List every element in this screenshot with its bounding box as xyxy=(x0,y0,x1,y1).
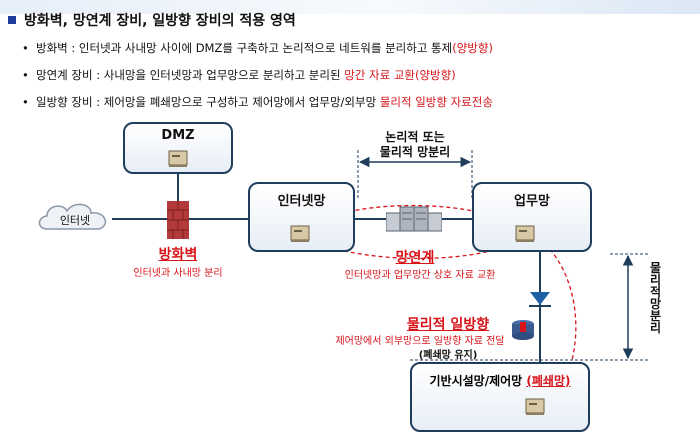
header-band xyxy=(0,0,700,14)
control-zone-suffix: (폐쇄망) xyxy=(526,374,571,388)
bullet-highlight: 물리적 일방향 자료전송 xyxy=(379,95,493,109)
separation-label-line2: 물리적 망분리 xyxy=(379,145,451,159)
separation-label-line1: 논리적 또는 xyxy=(385,130,445,144)
bullet-marker: • xyxy=(22,68,29,82)
dmz-label: DMZ xyxy=(161,128,195,143)
firewall-icon xyxy=(167,201,189,239)
bullet-highlight: 망간 자료 교환(양방향) xyxy=(344,68,456,82)
bullet-oneway: •일방향 장비 : 제어망을 폐쇄망으로 구성하고 제어망에서 업무망/외부망 … xyxy=(22,94,493,110)
internet-cloud-label: 인터넷 xyxy=(59,214,91,227)
control-zone: 기반시설망/제어망 (폐쇄망) xyxy=(410,362,590,432)
control-zone-title: 기반시설망/제어망 (폐쇄망) xyxy=(412,372,588,389)
internet-zone-label: 인터넷망 xyxy=(277,194,326,209)
oneway-device-icon xyxy=(512,320,534,340)
business-zone-label: 업무망 xyxy=(514,194,550,209)
bullet-text: 일방향 장비 : 제어망을 폐쇄망으로 구성하고 제어망에서 업무망/외부망 xyxy=(36,95,380,109)
bullet-firewall: • 방화벽 : 인터넷과 사내망 사이에 DMZ를 구축하고 논리적으로 네트워를… xyxy=(22,40,493,56)
bullet-marker: • xyxy=(22,41,29,55)
bullet-text: 방화벽 : 인터넷과 사내망 사이에 DMZ를 구축하고 논리적으로 네트워를 … xyxy=(36,41,453,55)
dmz-server-icon xyxy=(168,150,188,167)
oneway-title: 물리적 일방향 xyxy=(406,317,490,333)
vertical-separation-label: 물리적 망분리 xyxy=(650,261,662,335)
internet-server-icon xyxy=(290,225,310,242)
heading-row: 방화벽, 망연계 장비, 일방향 장비의 적용 영역 xyxy=(8,10,296,30)
diode-icon xyxy=(529,292,551,307)
control-zone-label: 기반시설망/제어망 xyxy=(429,374,523,388)
heading-square-icon xyxy=(8,16,16,24)
bullet-marker: • xyxy=(22,95,29,109)
firewall-desc: 인터넷과 사내망 분리 xyxy=(133,268,223,279)
link-device-desc: 인터넷망과 업무망간 상호 자료 교환 xyxy=(344,270,496,281)
bullet-text: 망연계 장비 : 사내망을 인터넷망과 업무망으로 분리하고 분리된 xyxy=(36,68,345,82)
page-title: 방화벽, 망연계 장비, 일방향 장비의 적용 영역 xyxy=(24,13,296,29)
control-server-icon xyxy=(525,398,545,415)
bullet-link-device: • 망연계 장비 : 사내망을 인터넷망과 업무망으로 분리하고 분리된 망간 자… xyxy=(22,67,456,83)
business-server-icon xyxy=(515,225,535,242)
link-device-title: 망연계 xyxy=(395,250,435,266)
firewall-title: 방화벽 xyxy=(158,247,198,263)
oneway-desc: 제어망에서 외부망으로 일방향 자료 전달 xyxy=(335,336,505,347)
link-device-icon xyxy=(386,206,442,232)
oneway-note: (폐쇄망 유지) xyxy=(418,350,478,361)
internet-cloud-icon xyxy=(38,203,107,230)
bullet-highlight: (양방향) xyxy=(452,41,493,55)
